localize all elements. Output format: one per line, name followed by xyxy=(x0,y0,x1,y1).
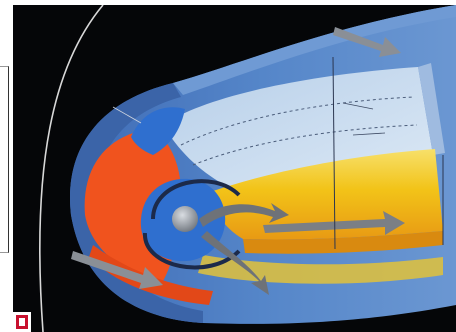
magnetosphere-illustration xyxy=(13,5,456,332)
logo-mark xyxy=(13,312,31,332)
left-border-rule xyxy=(0,66,9,253)
left-margin-strip xyxy=(0,0,13,332)
magnetosphere-svg xyxy=(13,5,456,332)
earth-sphere xyxy=(172,206,198,232)
